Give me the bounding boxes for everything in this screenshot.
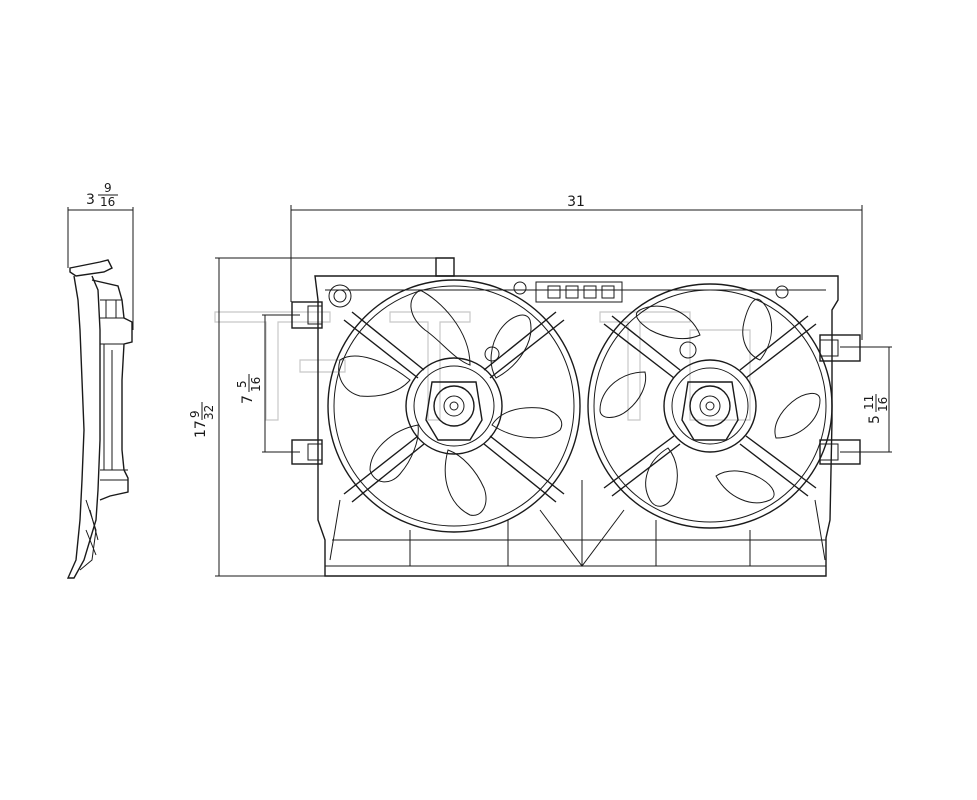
side-view <box>66 207 134 579</box>
svg-text:16: 16 <box>249 377 263 392</box>
svg-text:17: 17 <box>193 420 209 438</box>
overall-height-label: 17 9 32 <box>188 402 216 438</box>
svg-text:11: 11 <box>862 395 876 410</box>
depth-label: 3 9 16 <box>86 181 118 209</box>
left-fan <box>327 279 581 533</box>
svg-text:5: 5 <box>867 415 883 424</box>
svg-text:9: 9 <box>188 410 202 418</box>
svg-text:16: 16 <box>100 195 115 209</box>
svg-text:9: 9 <box>104 181 112 195</box>
overall-width-label: 31 <box>567 194 585 210</box>
right-fan <box>587 283 833 529</box>
left-mount-spacing-label: 7 5 16 <box>235 374 263 404</box>
svg-text:3: 3 <box>86 192 95 208</box>
svg-text:5: 5 <box>235 380 249 388</box>
right-mount-spacing-label: 5 11 16 <box>862 394 890 424</box>
front-view <box>215 205 892 577</box>
svg-text:16: 16 <box>876 397 890 412</box>
svg-text:32: 32 <box>202 405 216 420</box>
svg-text:7: 7 <box>240 395 256 404</box>
